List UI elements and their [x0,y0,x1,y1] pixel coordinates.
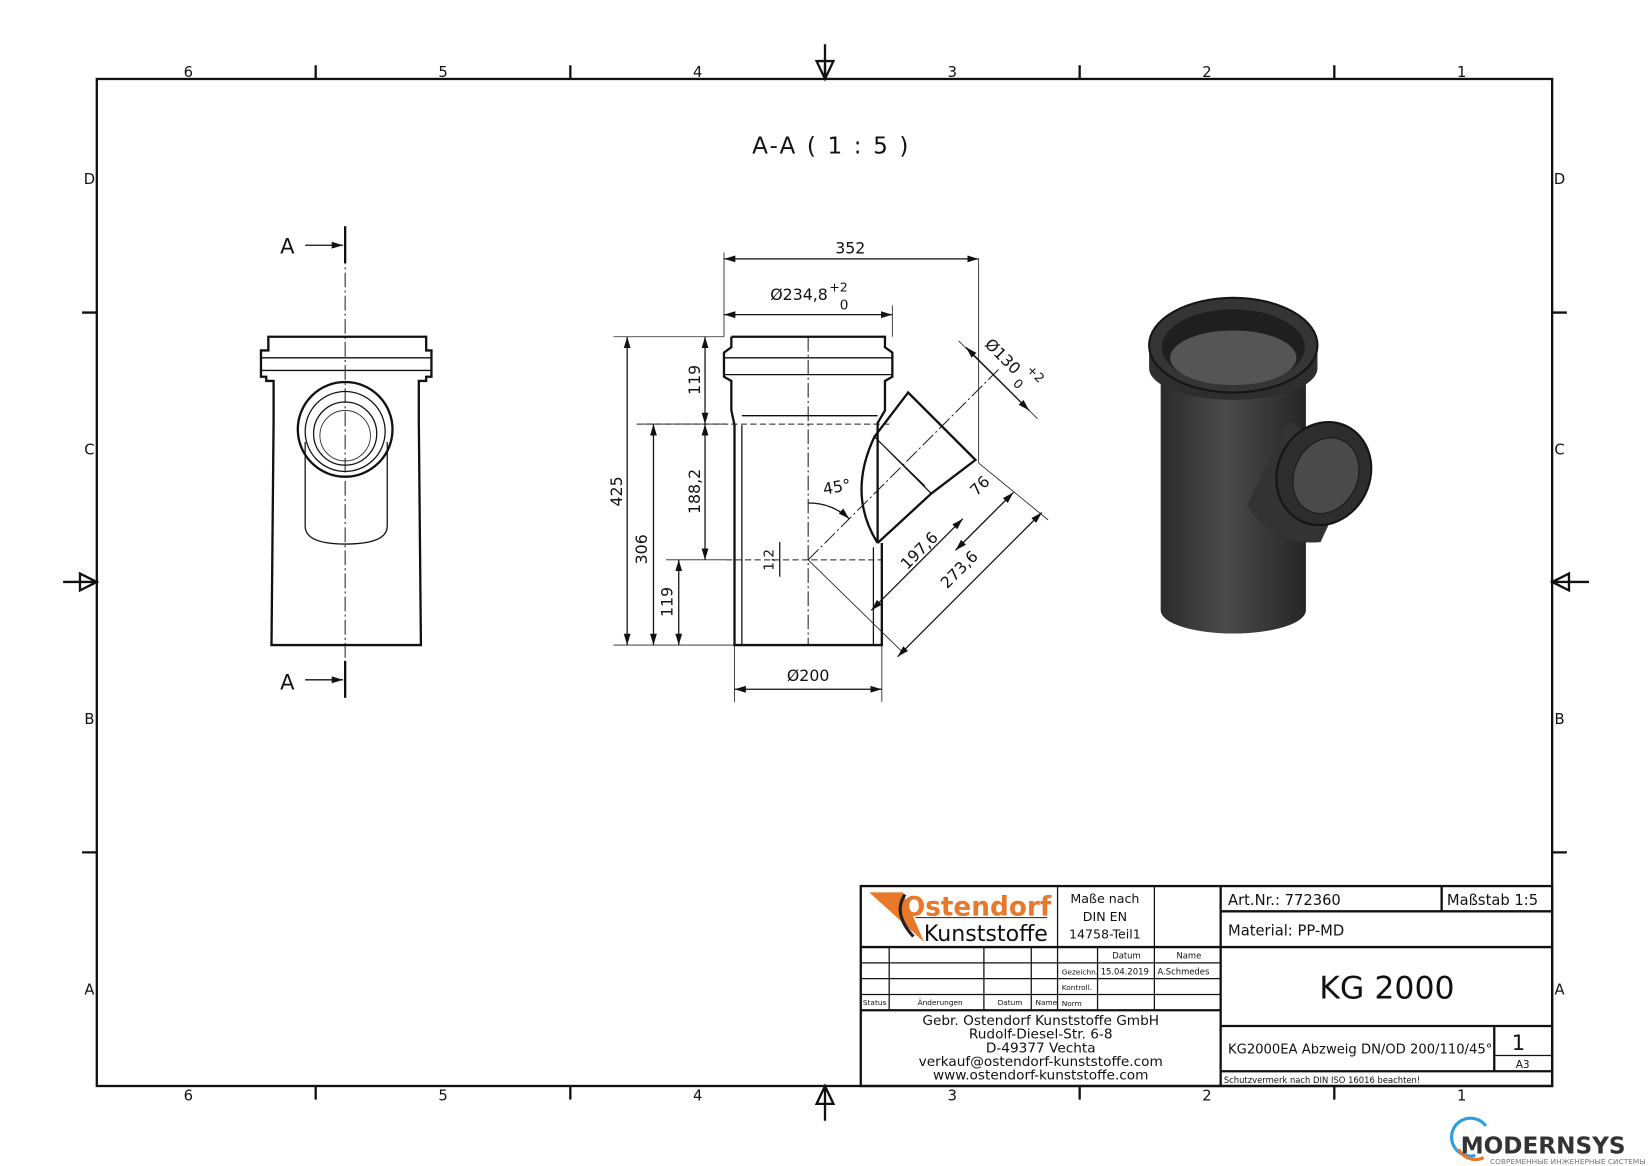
row-kontroll: Kontroll. [1062,983,1092,992]
zone-label: D [84,171,95,188]
sheet-format: A3 [1516,1059,1530,1071]
dim-branch-tol-lower: 0 [1010,376,1026,392]
zone-label: 4 [693,1088,702,1105]
scale: Maßstab 1:5 [1447,892,1538,909]
zone-label: C [84,442,94,459]
dim-overall-height: 425 [607,476,626,506]
rev-date: Datum [998,998,1023,1007]
company-email: verkauf@ostendorf-kunststoffe.com [919,1054,1163,1070]
centering-arrows [63,44,1589,1121]
zone-label: 6 [184,1088,193,1105]
zone-label: A [1554,981,1564,998]
dim-overall-width: 352 [835,239,865,258]
zone-label: 1 [1457,64,1466,81]
section-view: 352 Ø234,8 +2 0 Ø200 425 306 119 119 188… [607,239,1049,702]
watermark-brand: MODERNSYS [1461,1133,1626,1159]
drawing-frame: 6 5 4 3 2 1 6 5 4 3 2 1 D C B A D C B A [63,44,1589,1121]
company-logo: Ostendorf Kunststoffe [869,892,1052,947]
watermark-logo: MODERNSYS СОВРЕМЕННЫЕ ИНЖЕНЕРНЫЕ СИСТЕМЫ [1450,1116,1646,1166]
dim-197: 197,6 [896,528,941,573]
dim-socket-length: 76 [966,472,994,500]
dim-branch-diameter: Ø130 [981,335,1024,378]
dim-upper-119: 119 [685,365,704,395]
3d-render [1148,296,1373,634]
sheet-number: 1 [1512,1030,1525,1055]
product-description: KG2000EA Abzweig DN/OD 200/110/45° [1228,1042,1492,1057]
dim-angle: 45° [821,475,852,499]
article-number: Art.Nr.: 772360 [1228,892,1341,909]
dim-306: 306 [632,534,651,564]
product-title: KG 2000 [1319,971,1454,1007]
zone-label: D [1554,171,1565,188]
protection-note: Schutzvermerk nach DIN ISO 16016 beachte… [1224,1075,1420,1085]
section-mark-bottom: A [280,669,295,694]
dim-lower-119: 119 [657,587,676,617]
section-title: A-A ( 1 : 5 ) [752,134,910,160]
dim-offset: 1,2 [761,549,777,571]
logo-subtext: Kunststoffe [924,921,1048,947]
company-name: Gebr. Ostendorf Kunststoffe GmbH [922,1013,1159,1029]
rev-name: Name [1035,998,1057,1007]
zone-label: 2 [1202,1088,1211,1105]
material: Material: PP-MD [1228,923,1344,940]
col-datum: Datum [1112,951,1140,961]
zone-label: 2 [1202,64,1211,81]
title-block: Ostendorf Kunststoffe Maße nach DIN EN 1… [859,884,1554,1088]
drawn-name: A.Schmedes [1158,966,1210,976]
rev-changes: Änderungen [918,998,963,1007]
zone-label: 5 [438,1088,447,1105]
zone-label: 3 [948,1088,957,1105]
zone-label: A [84,981,94,998]
standard-line: DIN EN [1083,909,1127,924]
dim-socket-tol-upper: +2 [829,280,848,295]
company-website: www.ostendorf-kunststoffe.com [933,1068,1149,1084]
zone-label: C [1554,442,1564,459]
rev-status: Status [863,998,887,1007]
zone-label: 5 [438,64,447,81]
standard-line: Maße nach [1070,891,1139,906]
company-street: Rudolf-Diesel-Str. 6-8 [969,1027,1113,1043]
zone-label: 1 [1457,1088,1466,1105]
col-name: Name [1176,951,1201,961]
dim-273: 273,6 [936,547,981,592]
dim-branch-tol-upper: +2 [1024,362,1048,386]
zone-label: 4 [693,64,702,81]
section-mark-top: A [280,234,295,259]
dim-188: 188,2 [685,469,704,514]
standard-line: 14758-Teil1 [1069,927,1141,942]
dim-socket-tol-lower: 0 [840,297,849,313]
dim-pipe-diameter: Ø200 [787,666,830,685]
watermark-tagline: СОВРЕМЕННЫЕ ИНЖЕНЕРНЫЕ СИСТЕМЫ [1490,1157,1646,1166]
zone-label: 6 [184,64,193,81]
row-gezeichn: Gezeichn. [1062,967,1098,976]
company-city: D-49377 Vechta [986,1040,1096,1056]
dim-socket-diameter: Ø234,8 [770,285,828,304]
drawn-date: 15.04.2019 [1101,966,1149,976]
zone-label: 3 [948,64,957,81]
zone-label: B [1554,711,1564,728]
front-view: A A [259,226,433,698]
row-norm: Norm [1062,999,1082,1008]
zone-label: B [84,711,94,728]
